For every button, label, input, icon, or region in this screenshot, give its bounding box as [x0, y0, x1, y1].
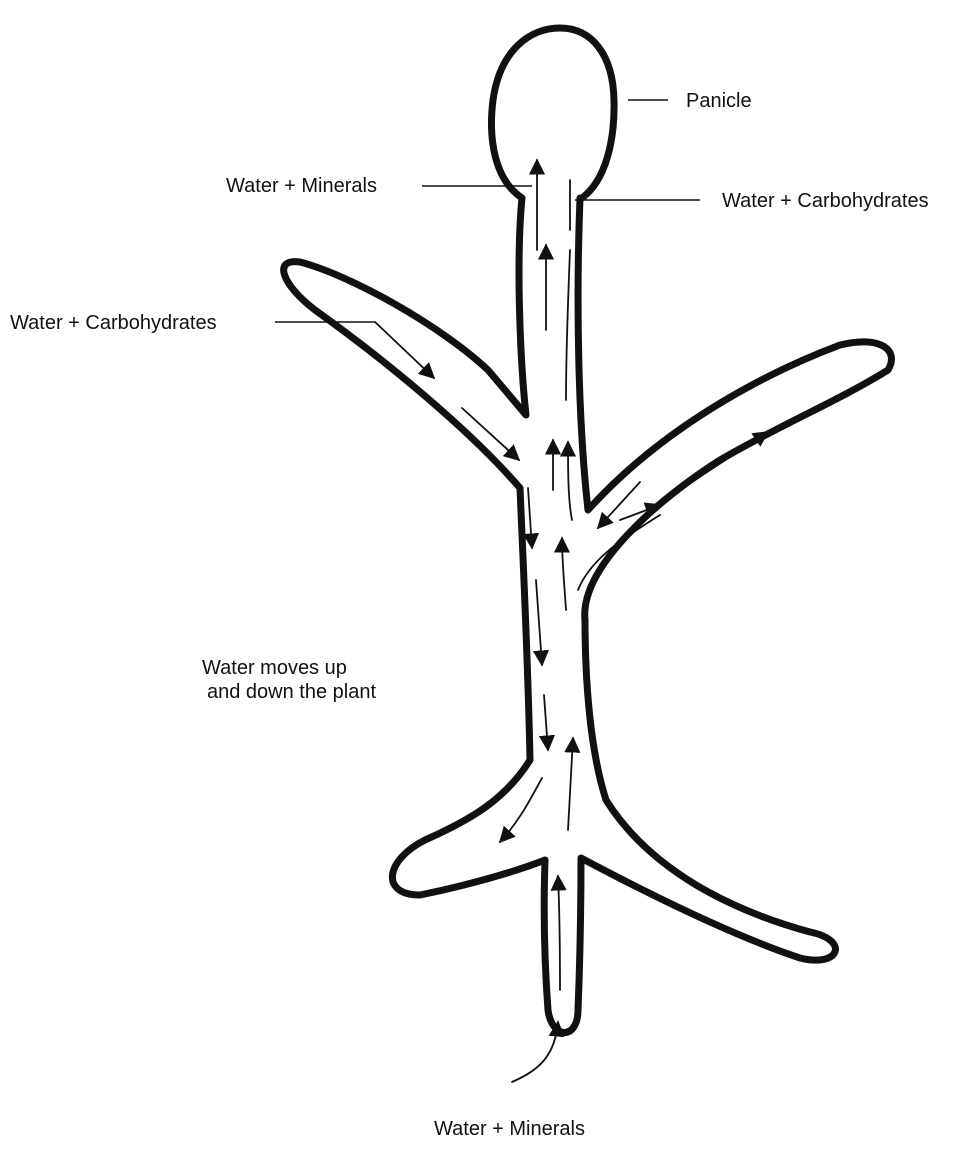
flow-leaf-left-upper	[375, 322, 434, 378]
water-moves-label-line2: and down the plant	[207, 680, 376, 704]
flow-right-branch-curve	[578, 515, 660, 590]
water-carbohydrates-left-label: Water + Carbohydrates	[10, 311, 217, 335]
panicle-shape	[492, 28, 615, 198]
water-minerals-top-label: Water + Minerals	[226, 174, 377, 198]
water-moves-label: Water moves up	[202, 656, 347, 680]
flow-root-entry	[512, 1022, 558, 1082]
flow-stem-up-bottom	[568, 738, 573, 830]
water-minerals-bottom-label: Water + Minerals	[434, 1117, 585, 1141]
flow-root-up	[558, 876, 560, 990]
flow-stem-down-1	[528, 488, 532, 548]
plant-body-outline	[284, 198, 892, 1033]
flow-right-leaf-out	[692, 432, 768, 482]
flow-stem-down-2	[536, 580, 542, 665]
flow-stem-up-lower	[562, 538, 566, 610]
flow-stem-down-mid	[566, 250, 570, 400]
flow-stem-down-3	[544, 695, 548, 750]
flow-stem-up-right	[568, 442, 572, 520]
water-carbohydrates-top-label: Water + Carbohydrates	[722, 189, 929, 213]
panicle-label: Panicle	[686, 89, 752, 113]
